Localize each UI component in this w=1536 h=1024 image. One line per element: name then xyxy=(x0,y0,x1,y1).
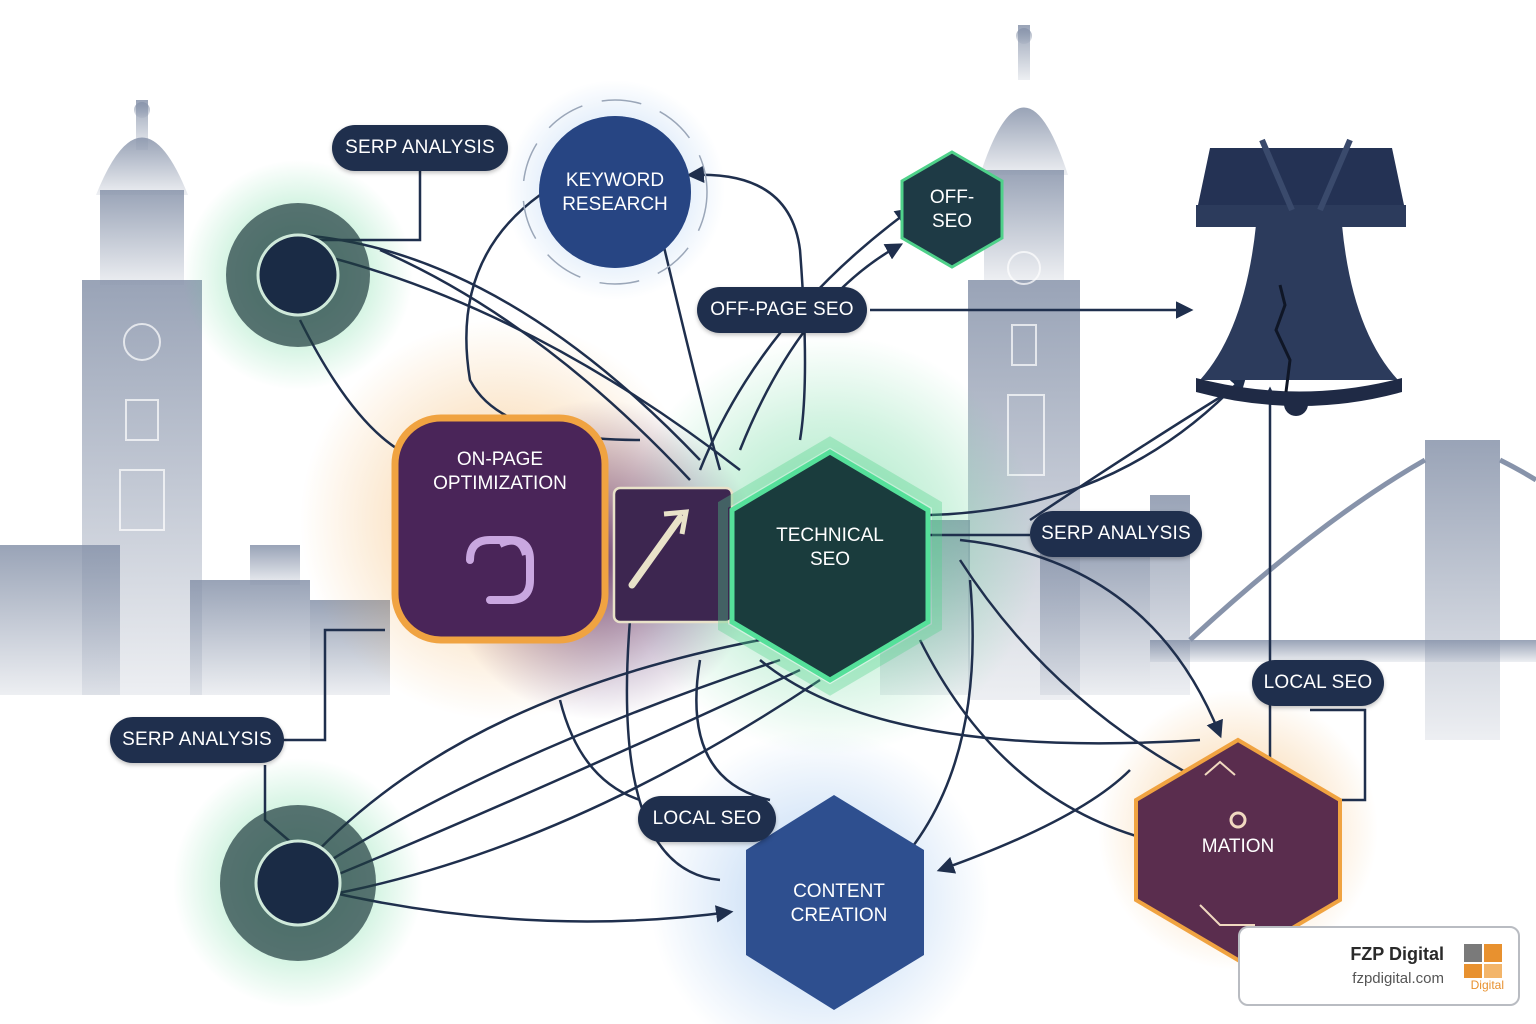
technical-seo-line-2: SEO xyxy=(809,549,851,570)
ring-node-top-left xyxy=(226,203,370,347)
content-creation-text: CONTENT CREATION xyxy=(764,876,914,932)
content-creation-line-1: CONTENT xyxy=(793,881,885,902)
brand-card: FZP Digital fzpdigital.com Digital xyxy=(1238,926,1520,1006)
fzp-logo-icon xyxy=(1464,944,1502,978)
on-page-optimization-node xyxy=(391,414,609,644)
liberty-bell xyxy=(1196,138,1406,416)
content-creation-line-2: CREATION xyxy=(790,905,888,926)
on-page-line-2: OPTIMIZATION xyxy=(433,473,567,494)
keyword-research-line-1: KEYWORD xyxy=(565,170,665,191)
local-seo-label-right: LOCAL SEO xyxy=(1252,660,1384,706)
off-seo-text: OFF- SEO xyxy=(912,182,992,238)
serp-analysis-label-left: SERP ANALYSIS xyxy=(110,717,284,763)
keyword-research-line-2: RESEARCH xyxy=(562,194,668,215)
technical-seo-line-1: TECHNICAL xyxy=(776,525,884,546)
brand-logo-word: Digital xyxy=(1470,978,1504,992)
off-seo-node xyxy=(900,150,1004,269)
ring-node-bottom-left xyxy=(220,805,376,961)
keyword-research-node xyxy=(522,99,708,285)
brand-url: fzpdigital.com xyxy=(1352,970,1444,987)
arrow-tile xyxy=(612,486,734,624)
gear-icon xyxy=(1229,811,1247,829)
off-page-seo-label: OFF-PAGE SEO xyxy=(697,287,867,333)
technical-seo-text: TECHNICAL SEO xyxy=(750,520,910,576)
on-page-line-1: ON-PAGE xyxy=(456,449,544,470)
off-seo-line-2: SEO xyxy=(931,211,973,232)
link-icon xyxy=(466,536,534,604)
serp-analysis-label-right: SERP ANALYSIS xyxy=(1030,511,1202,557)
brand-name: FZP Digital xyxy=(1350,944,1444,964)
technical-seo-node xyxy=(718,436,942,696)
bridge xyxy=(1150,440,1536,740)
off-seo-line-1: OFF- xyxy=(929,187,975,208)
mation-text: MATION xyxy=(1201,836,1275,857)
local-seo-label-bottom: LOCAL SEO xyxy=(638,796,776,842)
left-tower xyxy=(82,100,202,695)
content-creation-node xyxy=(746,795,924,1010)
on-page-optimization-text: ON-PAGE OPTIMIZATION xyxy=(405,444,595,500)
keyword-research-text: KEYWORD RESEARCH xyxy=(545,165,685,221)
serp-analysis-label-top: SERP ANALYSIS xyxy=(332,125,508,171)
